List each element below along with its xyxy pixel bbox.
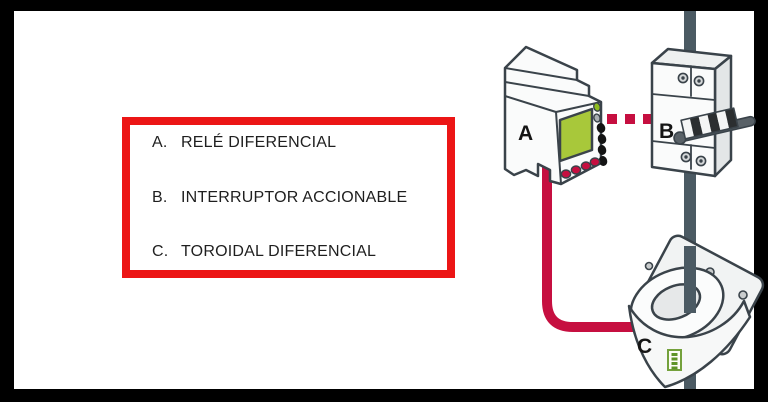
relay-button xyxy=(598,156,608,166)
legend-item-c: C. TOROIDAL DIFERENCIAL xyxy=(152,243,437,261)
terminal-pin xyxy=(671,353,678,356)
relay-to-breaker-dashed-link xyxy=(607,114,653,124)
screw-slot xyxy=(699,159,703,163)
terminal-pin xyxy=(671,357,678,361)
relay-red-button xyxy=(589,157,601,167)
relay-red-button xyxy=(560,169,572,179)
device-c-label: C xyxy=(637,335,652,358)
toggle-stripe xyxy=(707,112,721,133)
breaker-toggle-handle xyxy=(673,107,756,145)
relay-lcd-screen xyxy=(558,107,594,163)
relay-to-toroid-wire xyxy=(542,156,634,332)
breaker-seam xyxy=(651,140,716,149)
toroid-front-body xyxy=(627,299,752,389)
relay-panel-seam xyxy=(555,111,562,185)
toggle-stripe xyxy=(698,114,712,135)
screw-slot xyxy=(681,76,685,80)
legend-item-a: A. RELÉ DIFERENCIAL xyxy=(152,134,437,152)
relay-button xyxy=(597,145,607,155)
relay-button xyxy=(596,123,606,133)
legend-letter: A. xyxy=(152,134,168,151)
screw-slot xyxy=(684,155,688,159)
legend-letter: B. xyxy=(152,188,168,206)
relay-red-button xyxy=(580,161,592,171)
cable-through-toroid xyxy=(684,246,696,313)
device-a-label: A xyxy=(518,122,533,145)
terminal-pin xyxy=(671,362,678,365)
legend-label: INTERRUPTOR ACCIONABLE xyxy=(181,188,408,206)
relay-step-seam xyxy=(504,81,590,97)
legend-label: TOROIDAL DIFERENCIAL xyxy=(181,243,377,260)
relay-red-button xyxy=(570,165,582,175)
legend-item-b: B. INTERRUPTOR ACCIONABLE xyxy=(152,189,437,207)
legend-label: RELÉ DIFERENCIAL xyxy=(181,134,337,151)
legend-letter: C. xyxy=(152,243,169,260)
terminal-pin xyxy=(671,366,678,370)
flange-screw xyxy=(644,261,654,271)
legend-box: A. RELÉ DIFERENCIAL B. INTERRUPTOR ACCIO… xyxy=(122,117,455,278)
screw-slot xyxy=(697,79,701,83)
relay-button xyxy=(597,134,607,144)
device-b-label: B xyxy=(659,120,674,143)
flange-screw xyxy=(738,290,748,300)
dash-segment xyxy=(643,114,653,124)
relay-status-led xyxy=(593,113,601,123)
relay-power-led xyxy=(593,102,601,112)
toggle-stripe-frame xyxy=(680,107,739,140)
relay-step-seam xyxy=(504,67,578,81)
toroid-device: C xyxy=(627,234,765,389)
dash-segment xyxy=(625,114,635,124)
differential-relay-device: A xyxy=(503,45,608,186)
toggle-stripe xyxy=(716,110,730,131)
dash-segment xyxy=(607,114,617,124)
breaker-device: B xyxy=(650,47,756,178)
toggle-stripe xyxy=(689,116,703,137)
breaker-seam xyxy=(651,93,716,101)
